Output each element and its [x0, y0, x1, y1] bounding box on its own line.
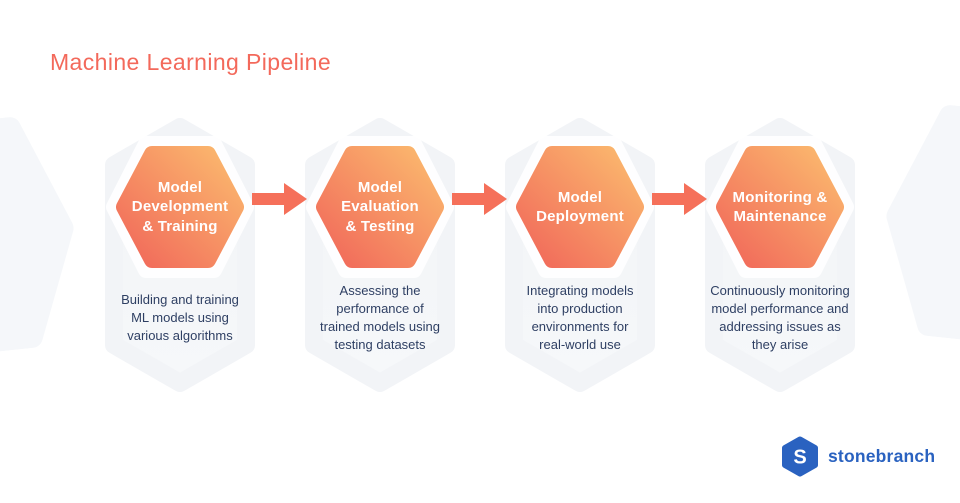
- stonebranch-logo-text: stonebranch: [828, 446, 936, 466]
- step-title: Model Development & Training: [131, 178, 229, 235]
- step-description: Continuously monitoring model performanc…: [710, 283, 850, 352]
- arrow-right-icon: [252, 183, 307, 215]
- stonebranch-logo: S stonebranch: [782, 436, 935, 477]
- decorative-hexagon-left: [0, 117, 74, 355]
- step-hexagon: [716, 146, 844, 268]
- arrow-right-icon: [652, 183, 707, 215]
- step-column-4: Monitoring & Maintenance Continuously mo…: [705, 118, 855, 392]
- step-title: Model Evaluation & Testing: [341, 178, 419, 235]
- step-column-3: Model Deployment Integrating models into…: [505, 118, 655, 392]
- step-column-1: Model Development & Training Building an…: [105, 118, 255, 392]
- step-hexagon: [116, 146, 244, 268]
- step-title: Monitoring & Maintenance: [732, 188, 828, 226]
- step-description: Integrating models into production envir…: [526, 283, 634, 352]
- stonebranch-logo-monogram: S: [793, 447, 806, 469]
- arrow-right-icon: [452, 183, 507, 215]
- step-hexagon: [516, 146, 644, 268]
- stonebranch-hexagon-icon: S: [782, 436, 818, 477]
- step-title: Model Deployment: [536, 188, 624, 226]
- step-hexagon: [316, 146, 444, 268]
- page-title: Machine Learning Pipeline: [50, 49, 332, 75]
- step-description: Building and training ML models using va…: [121, 292, 239, 343]
- step-description: Assessing the performance of trained mod…: [320, 283, 440, 352]
- decorative-hexagon-right: [886, 105, 960, 343]
- step-column-2: Model Evaluation & Testing Assessing the…: [305, 118, 455, 392]
